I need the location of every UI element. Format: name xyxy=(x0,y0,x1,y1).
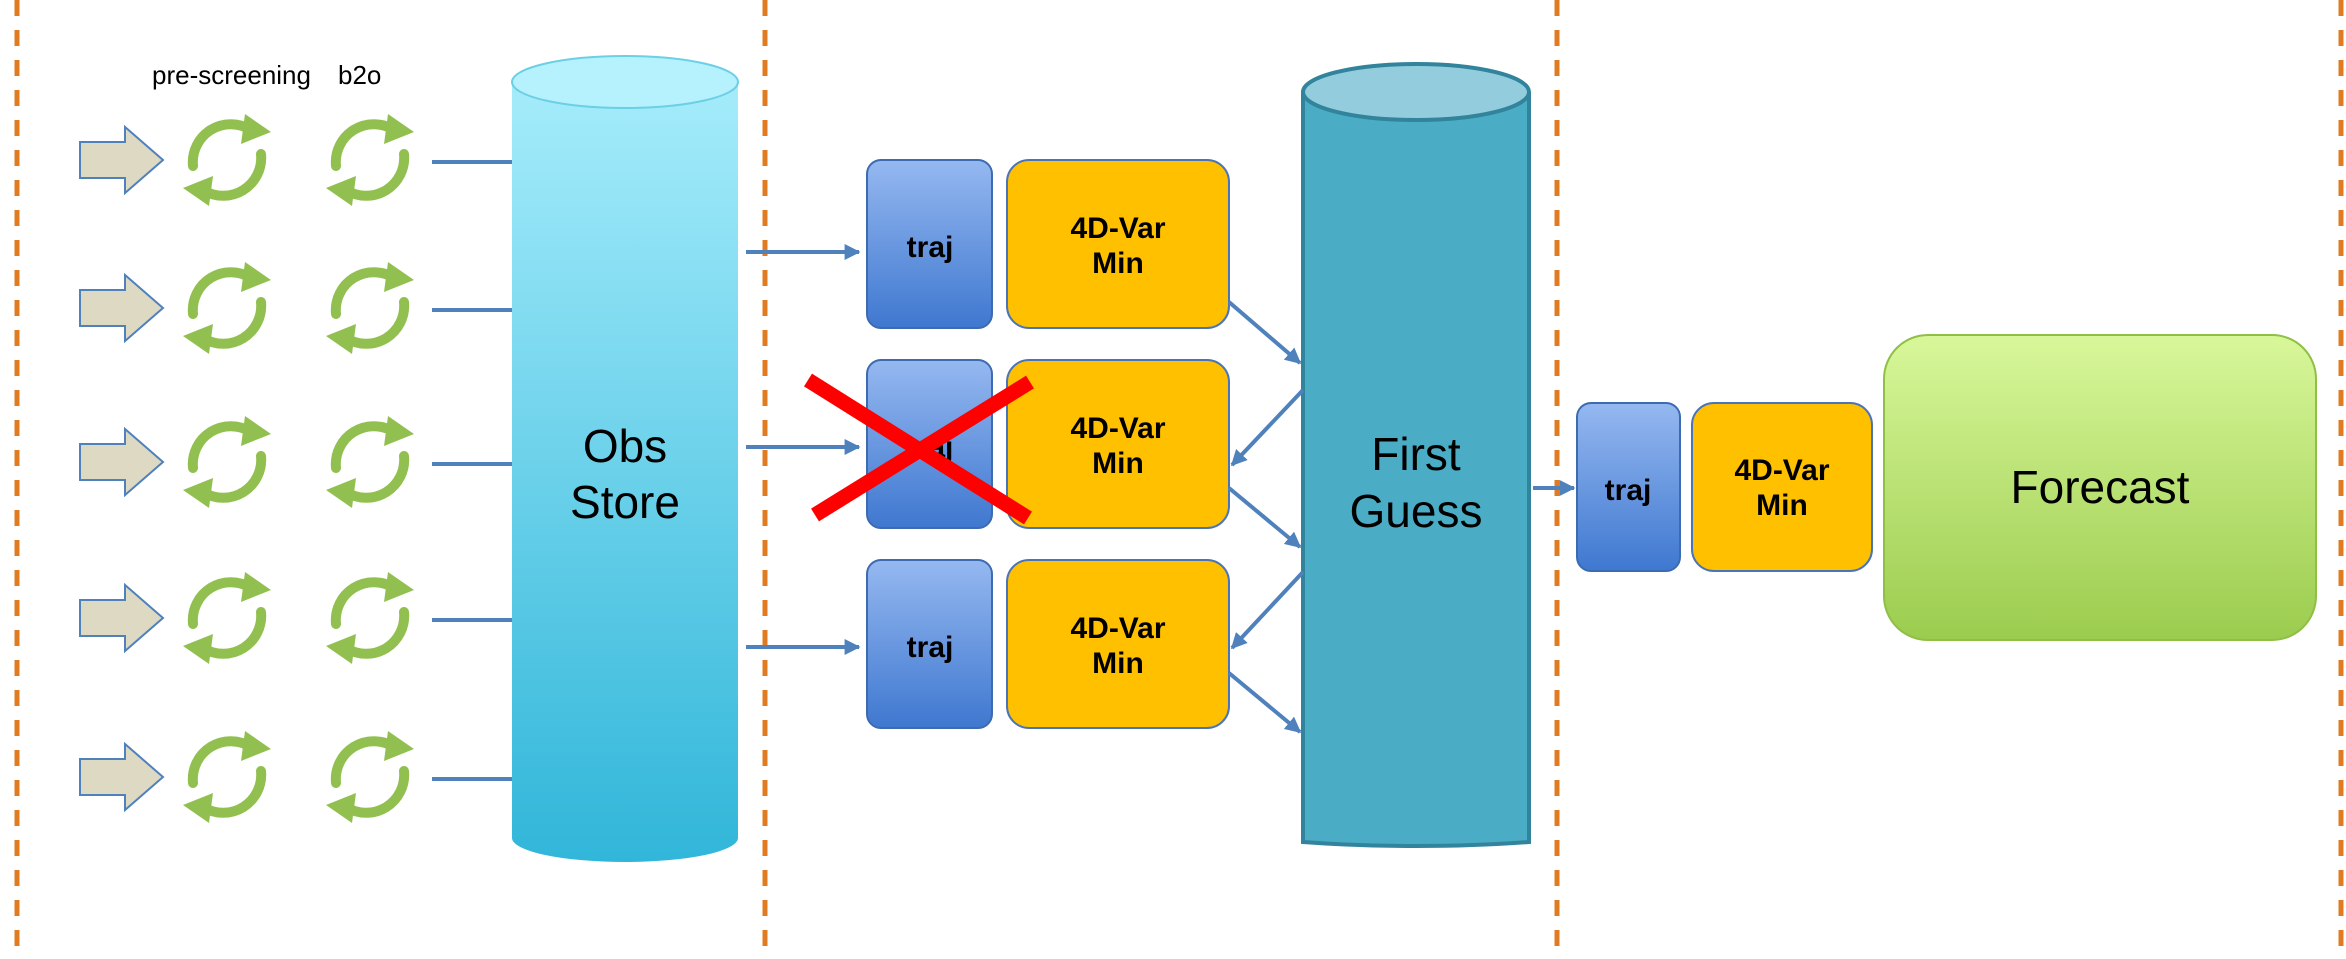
input-arrow-icon xyxy=(79,272,165,344)
input-arrow-icon xyxy=(79,426,165,498)
traj-box xyxy=(866,159,993,329)
input-arrow-icon xyxy=(79,741,165,813)
first-guess-label: Guess xyxy=(1350,485,1483,537)
flow-arrow xyxy=(1227,486,1302,549)
b2o-label: b2o xyxy=(338,60,381,90)
cycle-icon xyxy=(326,416,414,508)
input-row xyxy=(79,262,549,354)
cycle-icon xyxy=(183,416,271,508)
prescreening-label: pre-screening xyxy=(152,60,311,90)
cycle-icon xyxy=(183,572,271,664)
obs-store-label: Store xyxy=(570,476,680,528)
min-label: 4D-Var xyxy=(1734,454,1829,487)
traj-label: traj xyxy=(1605,474,1652,507)
input-row xyxy=(79,572,549,664)
column-dividers xyxy=(14,0,2344,959)
forecast-box xyxy=(1883,334,2317,641)
input-arrow-icon xyxy=(79,124,165,196)
min-label: 4D-Var xyxy=(1070,412,1165,445)
minimisation-box xyxy=(1006,159,1230,329)
cycle-icon xyxy=(326,731,414,823)
assimilation-row: traj 4D-Var Min xyxy=(866,559,1230,729)
traj-label: traj xyxy=(907,231,954,264)
input-arrow-icon xyxy=(79,582,165,654)
obs-store-label: Obs xyxy=(583,420,667,472)
cycle-icon xyxy=(183,262,271,354)
min-label: Min xyxy=(1092,647,1144,680)
cross-icon xyxy=(804,373,1034,525)
exchange-arrows xyxy=(1227,300,1305,734)
cycle-icon xyxy=(183,114,271,206)
min-label: Min xyxy=(1756,489,1808,522)
flow-arrow xyxy=(1230,388,1305,467)
minimisation-box xyxy=(1006,359,1230,529)
flow-arrow xyxy=(1227,671,1302,734)
input-row xyxy=(79,731,549,823)
cycle-icon xyxy=(326,262,414,354)
flow-arrow xyxy=(1227,300,1302,365)
min-label: Min xyxy=(1092,447,1144,480)
min-label: 4D-Var xyxy=(1070,212,1165,245)
input-row xyxy=(79,114,549,206)
cycle-icon xyxy=(326,114,414,206)
min-label: 4D-Var xyxy=(1070,612,1165,645)
first-guess-label: First xyxy=(1371,428,1461,480)
first-guess-cylinder: First Guess xyxy=(1301,62,1531,849)
obs-store-cylinder: Obs Store xyxy=(511,55,739,862)
assimilation-row: traj 4D-Var Min xyxy=(866,159,1230,329)
traj-box xyxy=(866,559,993,729)
cycle-icon xyxy=(326,572,414,664)
minimisation-box xyxy=(1691,402,1873,572)
minimisation-box xyxy=(1006,559,1230,729)
cycle-icon xyxy=(183,731,271,823)
traj-label: traj xyxy=(907,631,954,664)
forecast-label: Forecast xyxy=(2011,461,2190,513)
input-row xyxy=(79,416,549,508)
flow-arrow xyxy=(1230,570,1305,650)
traj-box xyxy=(1576,402,1681,572)
min-label: Min xyxy=(1092,247,1144,280)
